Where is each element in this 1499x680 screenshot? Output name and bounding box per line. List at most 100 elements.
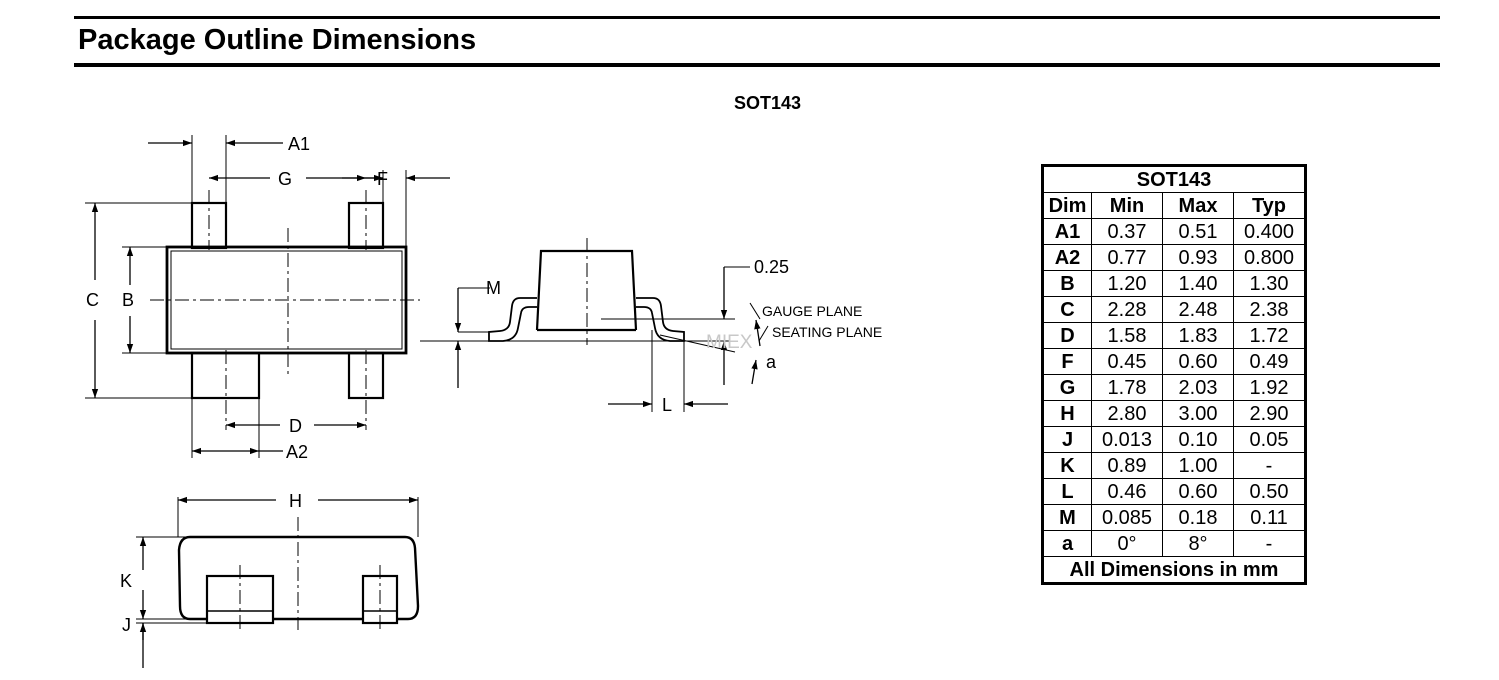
cell-min: 0° [1091, 530, 1163, 557]
header-max: Max [1162, 192, 1234, 219]
cell-max: 2.03 [1162, 374, 1234, 401]
cell-dim: G [1042, 374, 1092, 401]
top-rule [74, 16, 1440, 19]
table-footer: All Dimensions in mm [1042, 556, 1306, 584]
cell-dim: a [1042, 530, 1092, 557]
cell-max: 0.60 [1162, 348, 1234, 375]
cell-min: 0.77 [1091, 244, 1163, 271]
cell-min: 0.89 [1091, 452, 1163, 479]
cell-max: 1.83 [1162, 322, 1234, 349]
cell-typ: 2.90 [1233, 400, 1306, 427]
cell-typ: 0.05 [1233, 426, 1306, 453]
cell-dim: A1 [1042, 218, 1092, 245]
cell-typ: 0.49 [1233, 348, 1306, 375]
label-c: C [86, 290, 99, 310]
page-title: Package Outline Dimensions [78, 24, 477, 56]
label-gauge-plane: GAUGE PLANE [762, 303, 862, 319]
cell-typ: - [1233, 452, 1306, 479]
cell-min: 1.20 [1091, 270, 1163, 297]
cell-max: 1.40 [1162, 270, 1234, 297]
cell-typ: 1.92 [1233, 374, 1306, 401]
header-dim: Dim [1042, 192, 1092, 219]
cell-min: 2.28 [1091, 296, 1163, 323]
cell-min: 0.37 [1091, 218, 1163, 245]
end-view [136, 496, 420, 668]
label-seating-plane: SEATING PLANE [772, 324, 882, 340]
cell-typ: - [1233, 530, 1306, 557]
cell-max: 0.93 [1162, 244, 1234, 271]
cell-dim: H [1042, 400, 1092, 427]
table-caption-row: SOT143 [1042, 165, 1306, 193]
cell-min: 2.80 [1091, 400, 1163, 427]
header-min: Min [1091, 192, 1163, 219]
cell-dim: K [1042, 452, 1092, 479]
label-b: B [122, 290, 134, 310]
cell-min: 1.78 [1091, 374, 1163, 401]
package-label: SOT143 [734, 93, 802, 113]
cell-max: 8° [1162, 530, 1234, 557]
top-view [85, 135, 450, 458]
cell-dim: C [1042, 296, 1092, 323]
cell-typ: 0.800 [1233, 244, 1306, 271]
cell-max: 2.48 [1162, 296, 1234, 323]
label-m: M [486, 278, 501, 298]
cell-max: 0.10 [1162, 426, 1234, 453]
label-angle-a: a [766, 352, 777, 372]
table-caption: SOT143 [1042, 165, 1306, 193]
cell-dim: A2 [1042, 244, 1092, 271]
cell-min: 0.45 [1091, 348, 1163, 375]
cell-dim: D [1042, 322, 1092, 349]
cell-max: 1.00 [1162, 452, 1234, 479]
cell-min: 0.085 [1091, 504, 1163, 531]
label-j: J [122, 615, 131, 635]
cell-min: 0.013 [1091, 426, 1163, 453]
cell-typ: 1.30 [1233, 270, 1306, 297]
label-l: L [662, 395, 672, 415]
cell-max: 0.18 [1162, 504, 1234, 531]
cell-min: 1.58 [1091, 322, 1163, 349]
side-view [420, 238, 769, 412]
label-a2: A2 [286, 442, 308, 462]
header-typ: Typ [1233, 192, 1306, 219]
cell-dim: J [1042, 426, 1092, 453]
label-f: F [377, 169, 388, 189]
cell-min: 0.46 [1091, 478, 1163, 505]
cell-dim: B [1042, 270, 1092, 297]
table-header-row: Dim Min Max Typ [1042, 192, 1306, 219]
cell-typ: 0.11 [1233, 504, 1306, 531]
cell-typ: 0.400 [1233, 218, 1306, 245]
label-h: H [289, 491, 302, 511]
cell-max: 3.00 [1162, 400, 1234, 427]
cell-dim: L [1042, 478, 1092, 505]
label-k: K [120, 571, 132, 591]
label-g: G [278, 169, 292, 189]
table-footer-row: All Dimensions in mm [1042, 556, 1306, 584]
cell-dim: M [1042, 504, 1092, 531]
label-a1: A1 [288, 134, 310, 154]
cell-typ: 2.38 [1233, 296, 1306, 323]
cell-typ: 1.72 [1233, 322, 1306, 349]
label-d: D [289, 416, 302, 436]
cell-dim: F [1042, 348, 1092, 375]
cell-max: 0.60 [1162, 478, 1234, 505]
title-underline [74, 63, 1440, 67]
cell-max: 0.51 [1162, 218, 1234, 245]
cell-typ: 0.50 [1233, 478, 1306, 505]
label-offset: 0.25 [754, 257, 789, 277]
